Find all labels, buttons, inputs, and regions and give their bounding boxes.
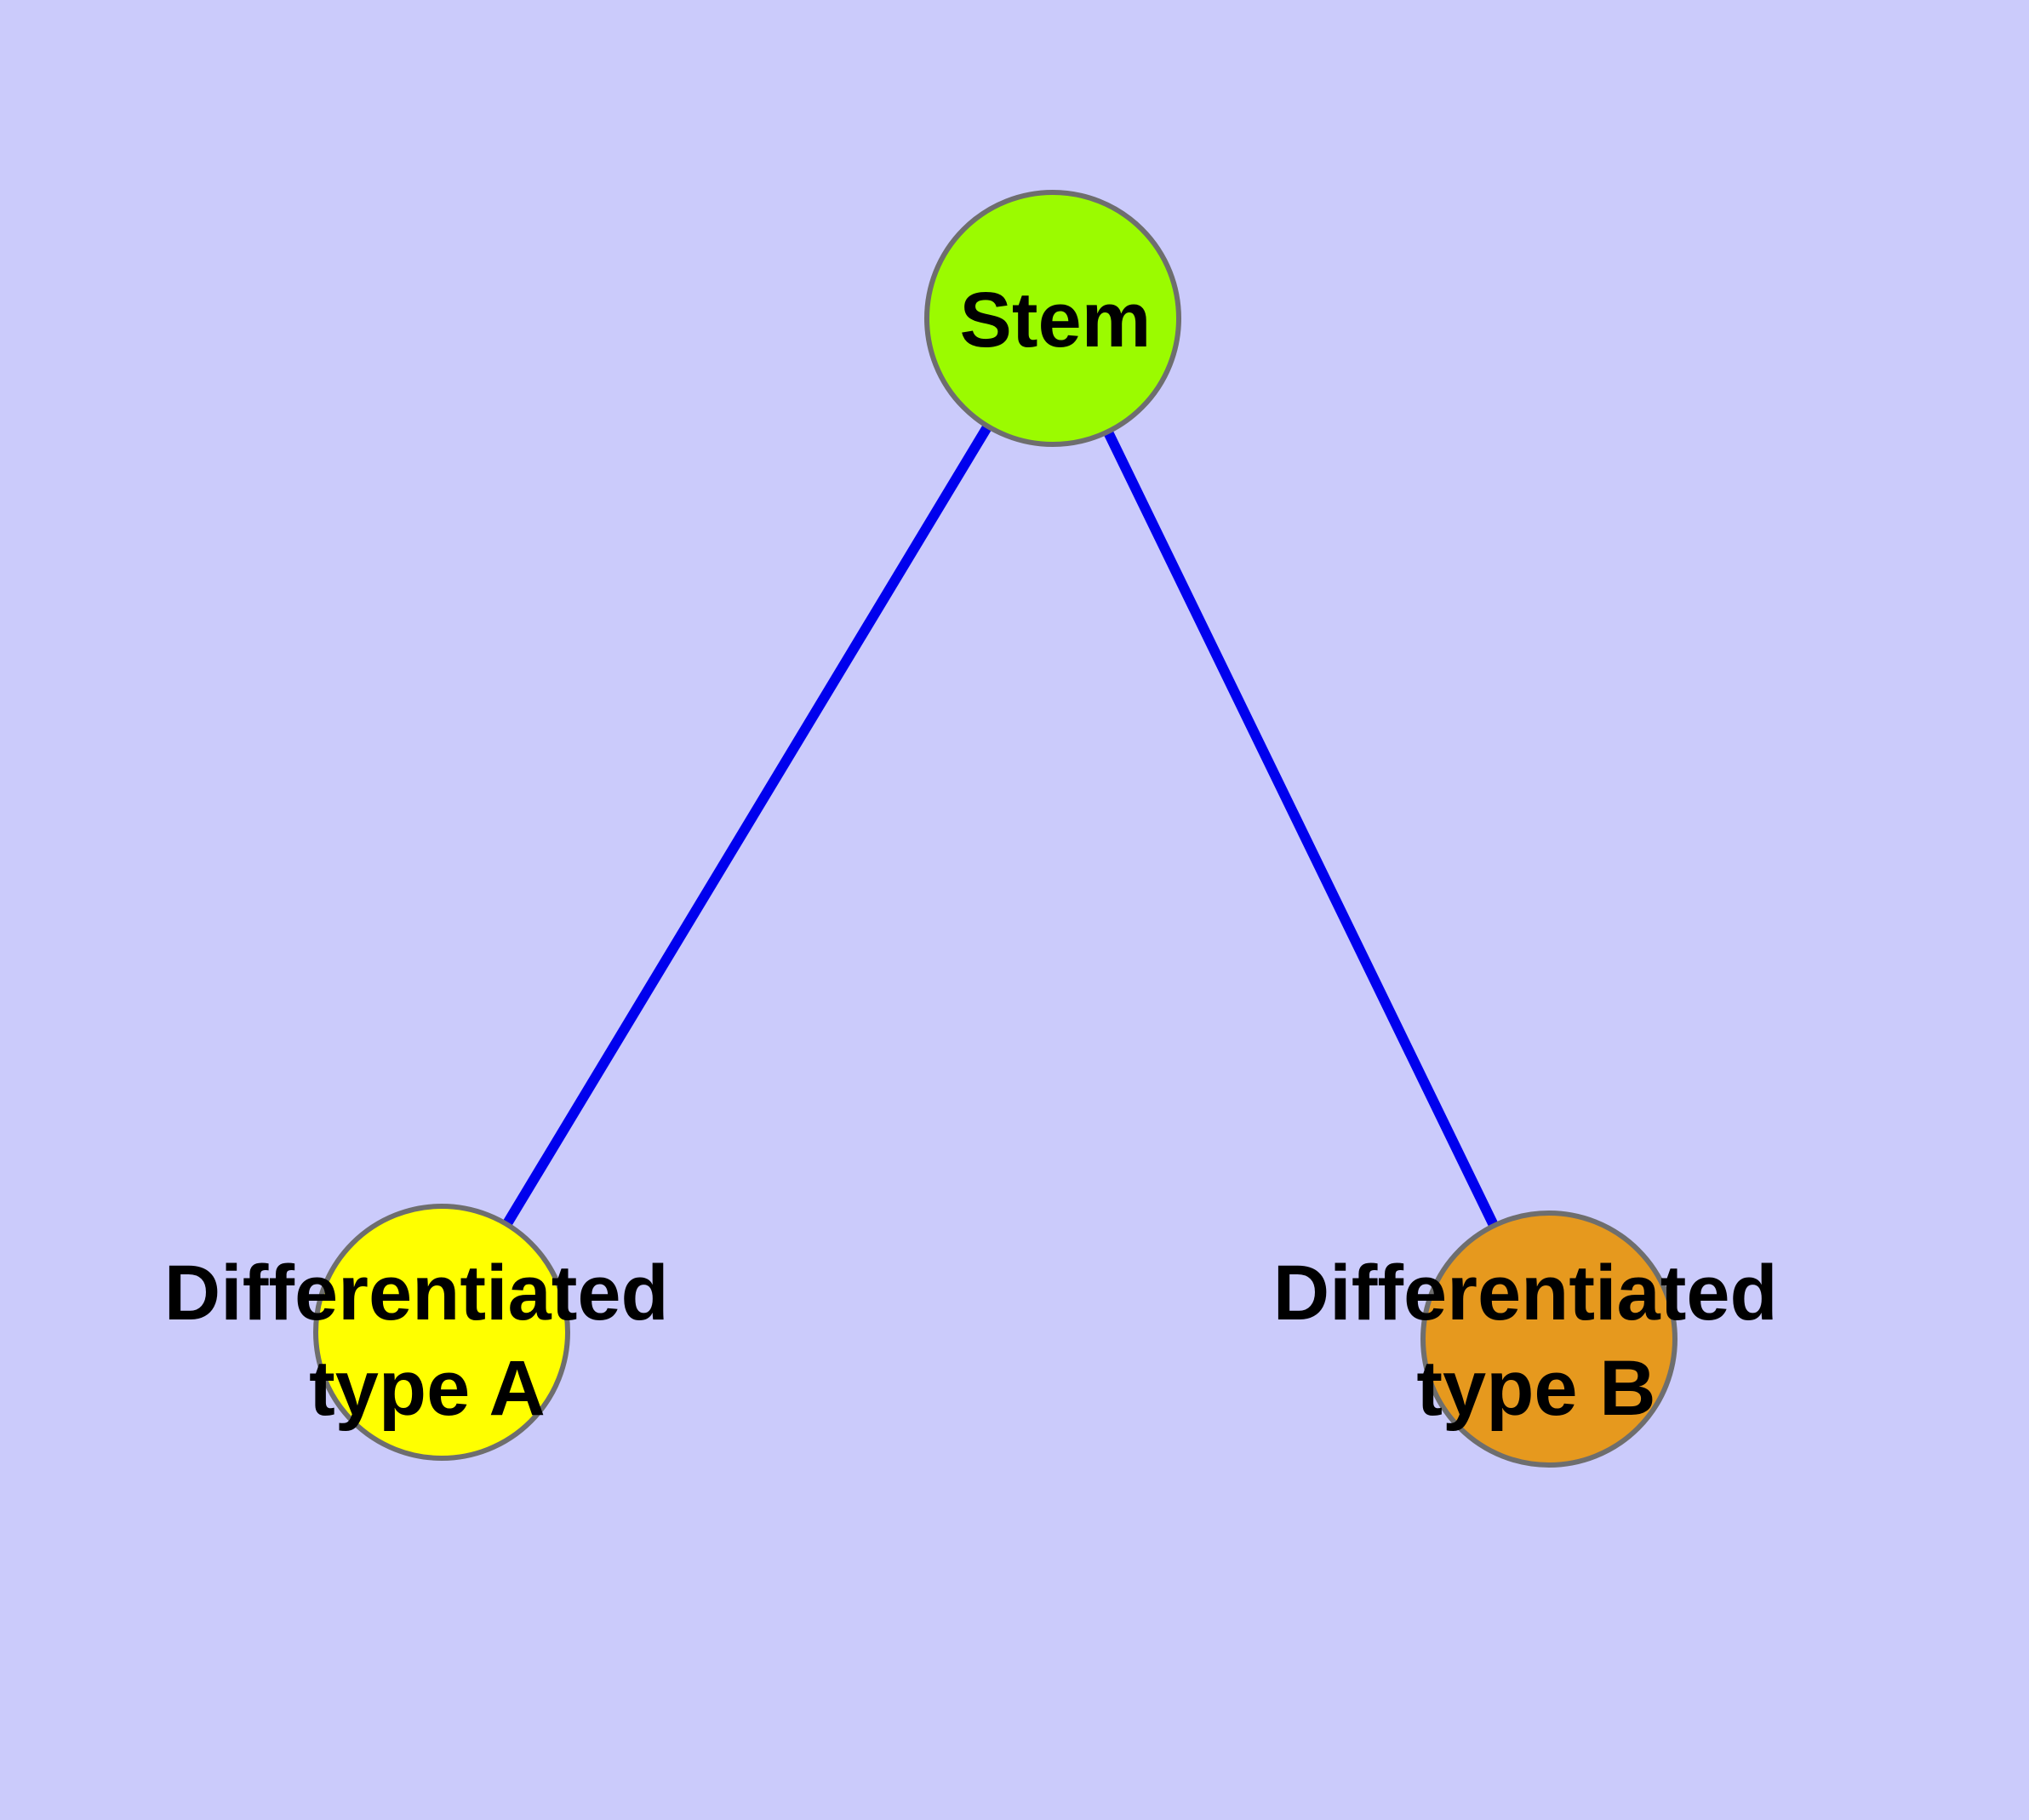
edge-stem-to-typeA xyxy=(437,315,1058,1336)
node-type-b-label-line2: type B xyxy=(1416,1345,1655,1432)
edge-stem-to-typeB xyxy=(1048,316,1554,1342)
node-type-b-label: Differentiated type B xyxy=(1273,1250,1800,1432)
node-type-a-label-line1: Differentiated xyxy=(164,1250,669,1336)
node-type-a-label-line2: type A xyxy=(309,1345,546,1432)
node-stem xyxy=(924,190,1181,447)
node-differentiated-type-a xyxy=(313,1204,570,1461)
node-type-a-label: Differentiated type A xyxy=(164,1250,691,1432)
node-differentiated-type-b xyxy=(1420,1210,1677,1468)
node-stem-label: Stem xyxy=(960,277,1152,363)
node-type-b-label-line1: Differentiated xyxy=(1273,1250,1778,1336)
